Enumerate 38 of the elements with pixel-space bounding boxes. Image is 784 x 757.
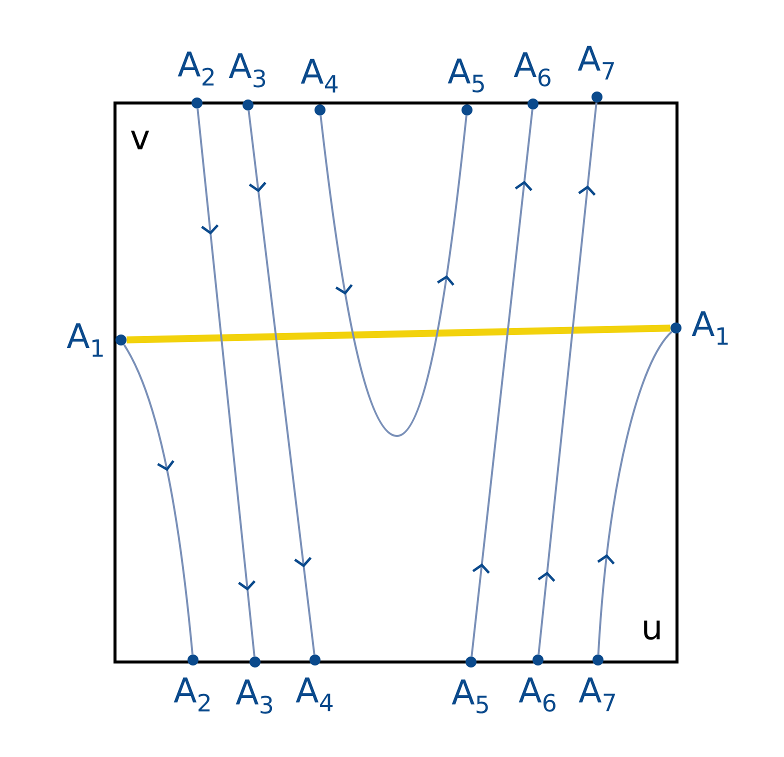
trajectory-point: A$_{4}$ xyxy=(300,58,338,116)
trajectory-point: A$_{5}$ xyxy=(448,58,484,116)
trajectory xyxy=(196,108,256,656)
trajectory-point: A$_{4}$ xyxy=(296,654,333,712)
trajectory xyxy=(126,324,670,344)
node-label: A$_{7}$ xyxy=(578,46,614,80)
trajectory-point: A$_{6}$ xyxy=(514,52,550,110)
trajectory-point: A$_{2}$ xyxy=(178,52,214,108)
trajectory xyxy=(248,110,316,654)
trajectory-point: A$_{2}$ xyxy=(174,654,210,712)
trajectory-point: A$_{3}$ xyxy=(236,656,272,714)
node-label: A$_{1}$ xyxy=(692,311,728,345)
node-label: A$_{2}$ xyxy=(174,678,210,712)
node-label: A$_{5}$ xyxy=(452,680,488,714)
trajectory-point: A$_{7}$ xyxy=(578,654,615,712)
node-label: A$_{3}$ xyxy=(236,680,272,714)
trajectory-point: A$_{1}$ xyxy=(66,323,126,357)
axis-label: u xyxy=(644,620,660,640)
node-label: A$_{2}$ xyxy=(178,52,214,86)
node-label: A$_{1}$ xyxy=(66,323,103,357)
node-label: A$_{4}$ xyxy=(296,678,333,712)
trajectory-point: A$_{6}$ xyxy=(518,654,556,712)
trajectory-point: A$_{3}$ xyxy=(228,53,266,110)
node-label: A$_{7}$ xyxy=(578,678,615,712)
trajectory xyxy=(597,331,672,654)
trajectory xyxy=(470,110,534,656)
trajectory-point: A$_{1}$ xyxy=(670,311,728,345)
node-label: A$_{3}$ xyxy=(228,53,266,88)
trajectory xyxy=(320,116,468,437)
trajectory-point: A$_{5}$ xyxy=(452,656,488,714)
node-label: A$_{6}$ xyxy=(518,678,556,712)
axis-label: v xyxy=(130,130,150,150)
node-label: A$_{4}$ xyxy=(300,58,338,92)
node-label: A$_{6}$ xyxy=(514,52,550,86)
node-label: A$_{5}$ xyxy=(448,58,484,92)
trajectory xyxy=(123,344,194,654)
trajectory-point: A$_{7}$ xyxy=(578,46,614,102)
trajectory xyxy=(538,102,598,654)
